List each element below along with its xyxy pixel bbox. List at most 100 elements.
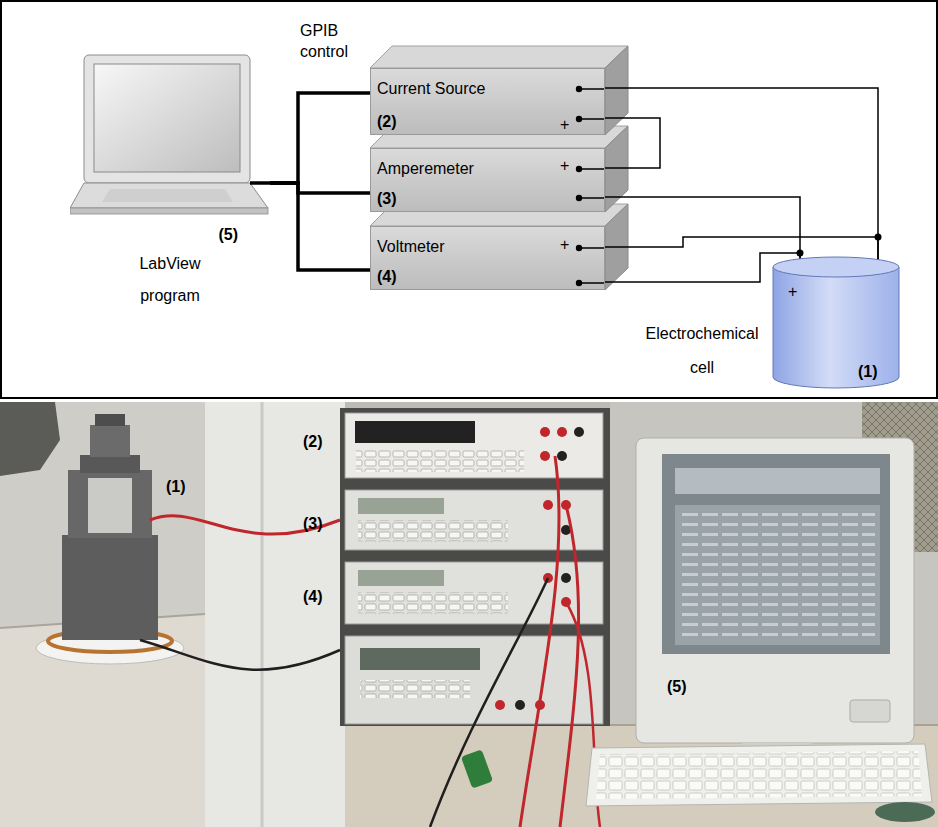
wire: [605, 197, 800, 265]
laptop-computer: (5) LabView program: [70, 50, 270, 325]
instrument-stack-photo: [360, 680, 470, 698]
photo-background: [0, 402, 938, 827]
instrument-box: [579, 88, 604, 90]
instrument-box: [576, 245, 582, 251]
instrument-stack-photo: [340, 408, 610, 827]
instrument-stack-photo: [557, 427, 567, 437]
instrument-stack-photo: [345, 562, 603, 624]
lab-photo: [0, 402, 938, 827]
instrument-name: Current Source: [377, 79, 486, 99]
instrument-stack-photo: [540, 427, 550, 437]
instrument-stack-photo: [495, 700, 505, 710]
monitor-photo: [680, 512, 875, 640]
instrument-box: [574, 149, 604, 213]
wire: [605, 253, 800, 282]
instrument-stack-photo: [358, 498, 444, 514]
cell-label: Electrochemical cell: [638, 317, 766, 385]
monitor-photo: [675, 468, 880, 494]
instrument-3d-faces: [370, 46, 628, 68]
wire: [605, 88, 878, 265]
photo-background: [0, 402, 938, 827]
instrument-box: [579, 168, 604, 170]
instrument-stack-photo: [345, 413, 603, 478]
callout-number: (3): [303, 515, 323, 533]
polarity-mark: +: [560, 236, 569, 254]
instrument-stack-photo: [560, 505, 579, 827]
cell-apparatus-photo: [36, 414, 340, 670]
instrument-box: [576, 86, 582, 92]
instrument-box: [576, 116, 582, 122]
monitor-photo: [850, 700, 890, 722]
callout-number: (4): [303, 588, 323, 606]
callout-number: (2): [303, 433, 323, 451]
keyboard-photo: [586, 744, 932, 806]
instrument-stack-photo: [360, 648, 480, 670]
gpib-cable: [270, 183, 370, 270]
photo-background: [205, 402, 345, 827]
electrochemical-cell: Electrochemical cell(1): [772, 255, 900, 390]
callout-number: (2): [377, 112, 397, 132]
monitor-photo: [675, 505, 880, 645]
instrument-stack-photo: [358, 592, 508, 614]
instrument-name: Voltmeter: [377, 237, 445, 257]
instrument-stack-photo: [430, 578, 548, 827]
laptop-computer: [84, 55, 250, 183]
electrochemical-cell: [772, 255, 900, 390]
instrument-box: [579, 118, 604, 120]
laptop-computer: [250, 181, 270, 185]
callout-number: (5): [667, 678, 687, 696]
laptop-computer: [70, 50, 270, 220]
cell-apparatus-photo: [80, 455, 140, 473]
instrument-stack-photo: [574, 427, 584, 437]
laptop-computer: [102, 189, 233, 202]
instrument-stack-photo: [355, 421, 475, 443]
instrument-box: [576, 166, 582, 172]
instrument-box: [574, 69, 604, 136]
instrument-box: [576, 195, 582, 201]
instrument-box: Current Source (2): [370, 68, 605, 135]
instrument-box: [574, 227, 604, 291]
instrument-3d-faces: [605, 126, 628, 212]
instrument-stack-photo: [561, 573, 571, 583]
monitor-photo: [636, 438, 914, 751]
callout-number: (1): [858, 363, 878, 381]
photo-background: [261, 402, 264, 827]
keyboard-photo: [586, 744, 935, 822]
keyboard-photo: [875, 802, 935, 822]
instrument-stack-photo: [340, 408, 610, 726]
instrument-stack-photo: [345, 490, 603, 550]
instrument-stack-photo: [358, 570, 444, 586]
cell-apparatus-photo: [150, 516, 340, 534]
program-label: LabView program: [115, 248, 225, 312]
instrument-box: [579, 282, 604, 284]
monitor-photo: [662, 454, 890, 654]
callout-number: (5): [218, 226, 238, 244]
gpib-cable: [270, 93, 370, 183]
callout-number: (1): [166, 478, 186, 496]
callout-number: (4): [377, 267, 397, 287]
instrument-stack-photo: [358, 520, 508, 542]
instrument-stack-photo: [345, 636, 603, 724]
bus-label: GPIB control: [300, 20, 362, 62]
photo-background: [0, 402, 60, 476]
instrument-box: [579, 247, 604, 249]
cell-apparatus-photo: [140, 640, 340, 670]
instrument-box: Voltmeter (4): [370, 226, 605, 290]
instrument-box: [576, 280, 582, 286]
instrument-stack-photo: [557, 451, 567, 461]
instrument-stack-photo: [520, 456, 559, 827]
callout-number: (3): [377, 189, 397, 209]
electrochemical-cell: [773, 257, 899, 277]
polarity-mark: +: [560, 116, 569, 134]
cell-apparatus-photo: [62, 535, 158, 640]
instrument-name: Amperemeter: [377, 159, 474, 179]
cell-apparatus-photo: [95, 414, 125, 426]
laptop-computer: [70, 183, 268, 208]
instrument-stack-photo: [543, 500, 553, 510]
instrument-box: Amperemeter (3): [370, 148, 605, 212]
laptop-computer: [70, 208, 268, 214]
cell-apparatus-photo: [68, 470, 152, 538]
instrument-stack-photo: [540, 451, 550, 461]
instrument-3d-faces: [605, 46, 628, 135]
